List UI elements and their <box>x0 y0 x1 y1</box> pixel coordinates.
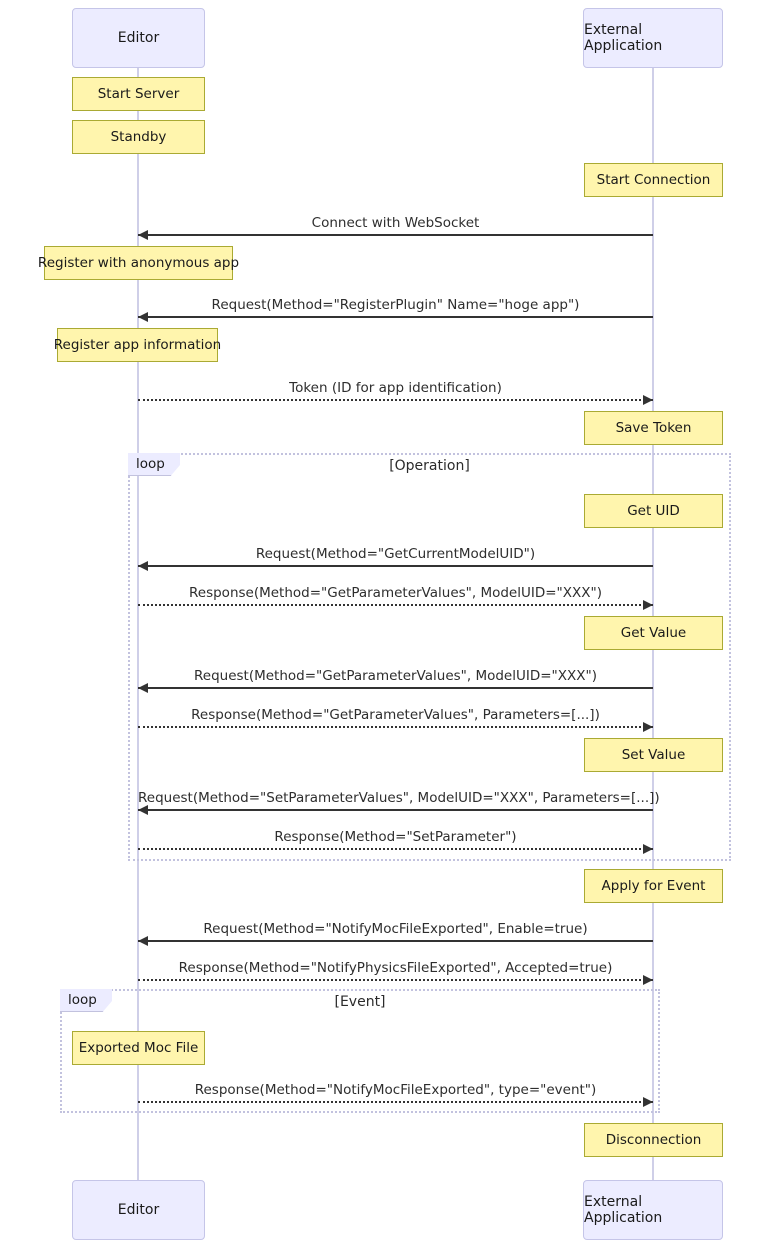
message-req-get-value-label: Request(Method="GetParameterValues", Mod… <box>194 668 597 684</box>
note-get-value: Get Value <box>584 616 723 650</box>
message-resp-set-value-line <box>138 844 653 854</box>
actor-editor-bottom: Editor <box>72 1180 205 1240</box>
message-resp-notify-label: Response(Method="NotifyPhysicsFileExport… <box>178 960 613 976</box>
arrowhead-left-icon <box>138 936 148 946</box>
arrowhead-right-icon <box>643 600 653 610</box>
message-req-get-value: Request(Method="GetParameterValues", Mod… <box>138 666 653 693</box>
note-disconnection: Disconnection <box>584 1123 723 1157</box>
actor-external-application-top: External Application <box>583 8 723 68</box>
message-req-get-uid-label: Request(Method="GetCurrentModelUID") <box>255 546 536 562</box>
loop-operation-title: [Operation] <box>389 458 470 474</box>
message-req-notify-line <box>138 936 653 946</box>
message-req-set-value-label: Request(Method="SetParameterValues", Mod… <box>138 790 660 806</box>
note-apply-for-event: Apply for Event <box>584 869 723 903</box>
note-save-token: Save Token <box>584 411 723 445</box>
note-register-info: Register app information <box>54 328 221 362</box>
arrowhead-left-icon <box>138 312 148 322</box>
note-exported-moc-file: Exported Moc File <box>72 1031 205 1065</box>
loop-event-title: [Event] <box>334 994 386 1010</box>
message-connect-line <box>138 230 653 240</box>
message-resp-set-value: Response(Method="SetParameter") <box>138 827 653 854</box>
message-resp-notify: Response(Method="NotifyPhysicsFileExport… <box>138 958 653 985</box>
note-get-uid: Get UID <box>584 494 723 528</box>
message-register-plugin: Request(Method="RegisterPlugin" Name="ho… <box>138 295 653 322</box>
loop-frame-event: loop [Event] <box>60 989 660 1113</box>
loop-event-label: loop <box>60 989 112 1012</box>
actor-external-application-bottom: External Application <box>583 1180 723 1240</box>
message-resp-notify-line <box>138 975 653 985</box>
actor-editor-top: Editor <box>72 8 205 68</box>
message-resp-get-uid-label: Response(Method="GetParameterValues", Mo… <box>189 585 602 601</box>
message-resp-get-uid-line <box>138 600 653 610</box>
arrowhead-left-icon <box>138 805 148 815</box>
message-resp-event: Response(Method="NotifyMocFileExported",… <box>138 1080 653 1107</box>
message-req-notify: Request(Method="NotifyMocFileExported", … <box>138 919 653 946</box>
message-token: Token (ID for app identification) <box>138 378 653 405</box>
message-connect: Connect with WebSocket <box>138 213 653 240</box>
message-resp-get-value-line <box>138 722 653 732</box>
lifeline-editor <box>137 68 139 1180</box>
arrowhead-right-icon <box>643 844 653 854</box>
note-start-connection: Start Connection <box>584 163 723 197</box>
message-connect-label: Connect with WebSocket <box>311 215 480 231</box>
loop-frame-operation: loop [Operation] <box>128 453 731 861</box>
arrowhead-right-icon <box>643 1097 653 1107</box>
note-start-server: Start Server <box>72 77 205 111</box>
arrowhead-left-icon <box>138 683 148 693</box>
message-resp-event-line <box>138 1097 653 1107</box>
note-register-anonymous: Register with anonymous app <box>38 246 239 280</box>
arrowhead-right-icon <box>643 722 653 732</box>
message-req-get-uid-line <box>138 561 653 571</box>
message-req-get-value-line <box>138 683 653 693</box>
message-req-notify-label: Request(Method="NotifyMocFileExported", … <box>203 921 588 937</box>
message-token-line <box>138 395 653 405</box>
message-register-plugin-label: Request(Method="RegisterPlugin" Name="ho… <box>211 297 580 313</box>
arrowhead-left-icon <box>138 230 148 240</box>
message-resp-event-label: Response(Method="NotifyMocFileExported",… <box>194 1082 597 1098</box>
message-req-get-uid: Request(Method="GetCurrentModelUID") <box>138 544 653 571</box>
note-standby: Standby <box>72 120 205 154</box>
message-resp-get-value-label: Response(Method="GetParameterValues", Pa… <box>191 707 600 723</box>
arrowhead-right-icon <box>643 395 653 405</box>
message-resp-set-value-label: Response(Method="SetParameter") <box>274 829 517 845</box>
message-resp-get-uid: Response(Method="GetParameterValues", Mo… <box>138 583 653 610</box>
message-req-set-value: Request(Method="SetParameterValues", Mod… <box>138 788 660 815</box>
message-req-set-value-line <box>138 805 653 815</box>
message-register-plugin-line <box>138 312 653 322</box>
message-token-label: Token (ID for app identification) <box>289 380 502 396</box>
message-resp-get-value: Response(Method="GetParameterValues", Pa… <box>138 705 653 732</box>
arrowhead-left-icon <box>138 561 148 571</box>
arrowhead-right-icon <box>643 975 653 985</box>
loop-operation-label: loop <box>128 453 180 476</box>
note-set-value: Set Value <box>584 738 723 772</box>
